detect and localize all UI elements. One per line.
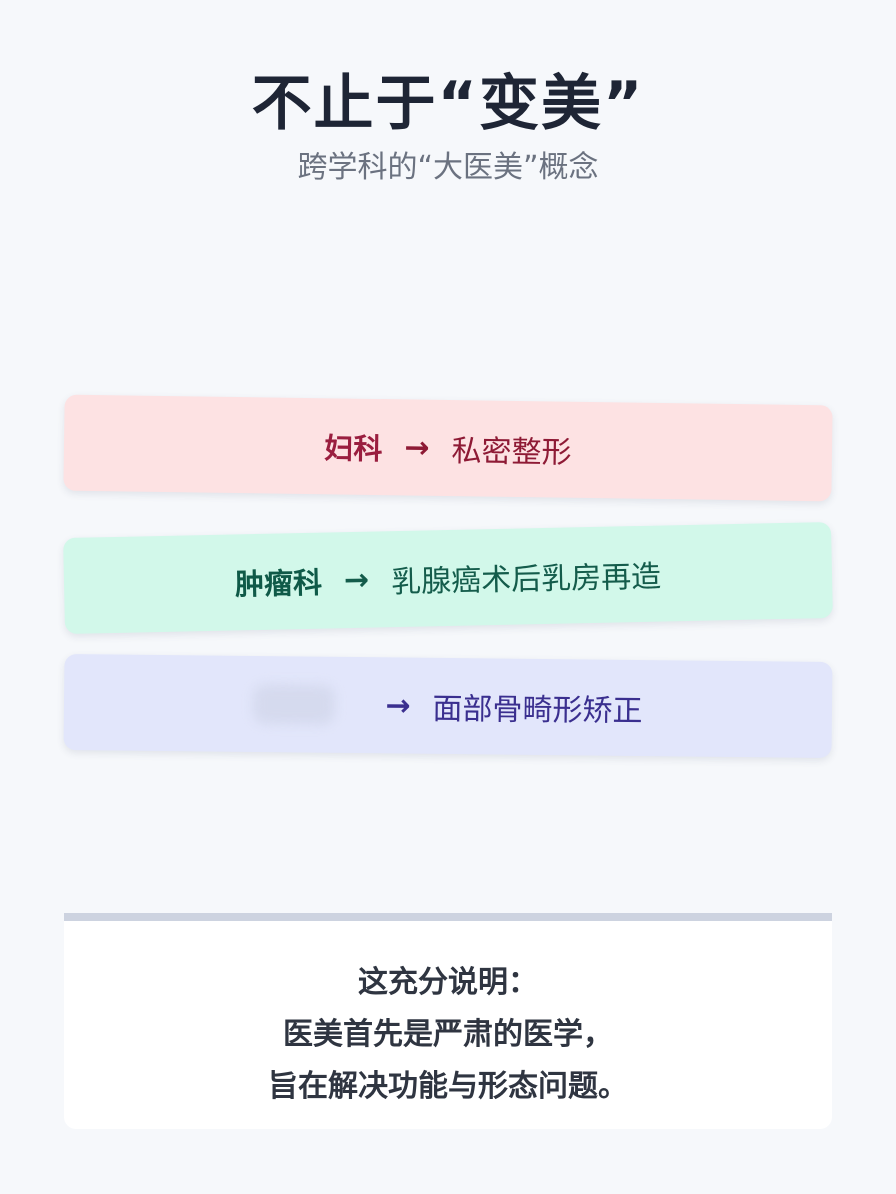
card-result-label: 面部骨畸形矫正 xyxy=(432,691,643,730)
summary-box: 这充分说明： 医美首先是严肃的医学， 旨在解决功能与形态问题。 xyxy=(64,921,832,1129)
card-gynecology: 妇科 → 私密整形 xyxy=(63,394,833,502)
summary-line: 这充分说明： xyxy=(358,965,538,1000)
card-oncology: 肿瘤科 → 乳腺癌术后乳房再造 xyxy=(63,521,833,635)
summary-divider xyxy=(64,913,832,921)
page-subtitle: 跨学科的“大医美”概念 xyxy=(297,150,599,185)
summary-line: 旨在解决功能与形态问题。 xyxy=(268,1069,628,1104)
arrow-right-icon: → xyxy=(343,562,370,598)
card-facial-bone: → 面部骨畸形矫正 xyxy=(63,653,833,759)
card-dept-label: 肿瘤科 xyxy=(234,565,323,602)
card-result-label: 私密整形 xyxy=(451,434,572,471)
card-dept-label: 妇科 xyxy=(324,431,383,467)
card-result-label: 乳腺癌术后乳房再造 xyxy=(390,559,662,601)
arrow-right-icon: → xyxy=(385,687,411,724)
blurred-redaction xyxy=(253,683,336,725)
arrow-right-icon: → xyxy=(404,429,430,466)
card-dept-label-blurred xyxy=(253,683,363,725)
page-title: 不止于“变美” xyxy=(251,69,645,139)
summary-line: 医美首先是严肃的医学， xyxy=(283,1017,613,1052)
